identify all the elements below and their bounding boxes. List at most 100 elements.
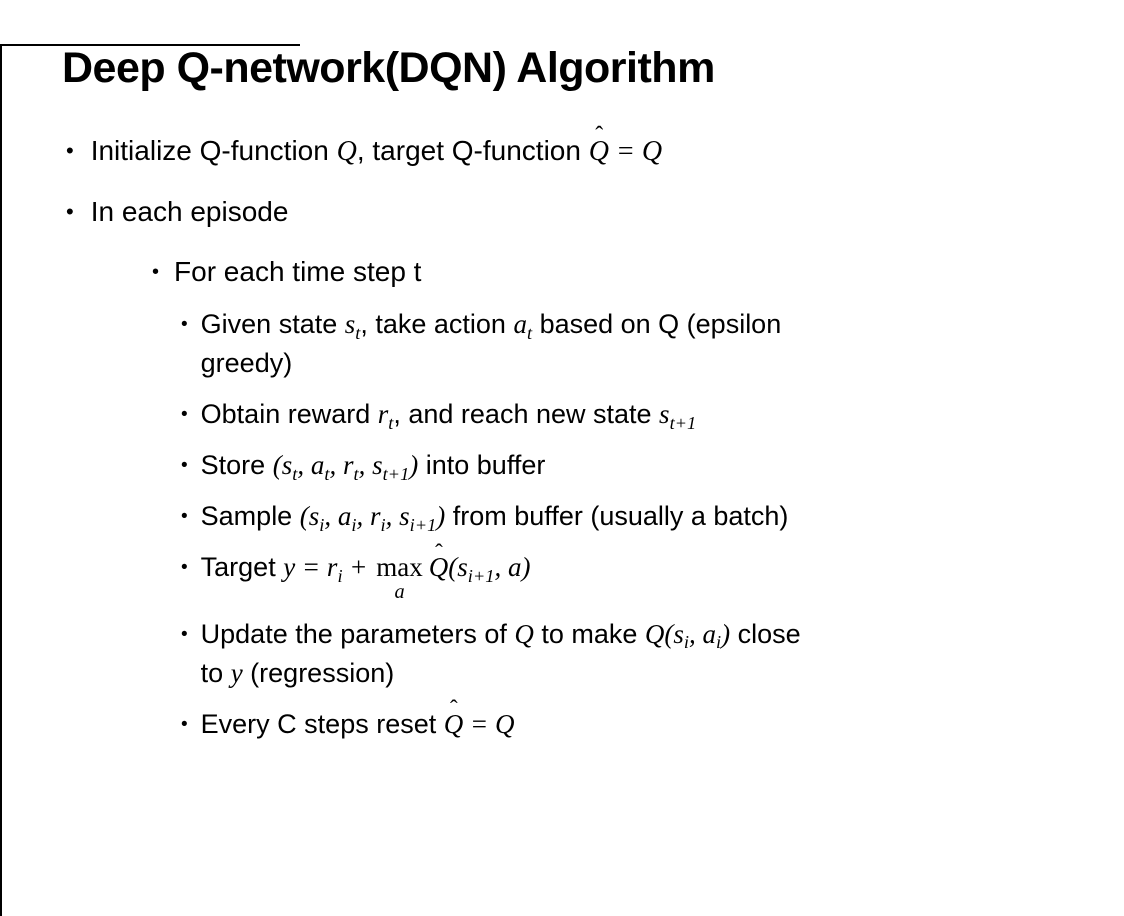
text-segment-math: Q [644,619,665,650]
bullet-glyph: • [181,455,188,477]
hat-base: Q [443,709,464,740]
text-segment-math: ) [721,619,731,650]
text-segment-plain: , take action [360,309,514,340]
bullet-text: For each time step t [174,252,1124,292]
text-segment-math: ( [448,552,458,583]
bullet-item-level3: • Sample (si, ai, ri, si+1) from buffer (… [0,497,1124,536]
text-segment-plain: (regression) [242,658,395,689]
text-segment-math: a [507,552,522,583]
text-segment-math: st+1 [659,399,697,433]
bullet-list: •Initialize Q-function Q, target Q-funct… [0,125,1124,744]
text-segment-plain: , target Q-function [356,135,589,167]
text-segment-plain: Store [200,450,273,481]
text-segment-math: , [329,450,343,481]
text-segment-plain: In each episode [90,196,289,228]
text-segment-math: Q [641,136,663,168]
text-segment-math: ( [664,619,674,650]
bullet-glyph: • [181,506,188,528]
text-segment-math: ( [272,450,282,481]
text-segment-math: ) [409,450,419,481]
text-segment-math: rt [342,450,359,484]
text-segment-math: si [308,501,325,535]
text-segment-math: at [513,309,533,343]
text-segment-math: ri [369,501,386,535]
bullet-text: Given state st, take action at based on … [201,305,1124,383]
text-segment-plain: close [730,619,801,650]
text-segment-plain: Initialize Q-function [90,135,337,167]
bullet-text: Obtain reward rt, and reach new state st… [201,395,1124,434]
bullet-glyph: • [181,404,188,426]
bullet-text: Sample (si, ai, ri, si+1) from buffer (u… [201,497,1124,536]
bullet-text: Update the parameters of Q to make Q(si,… [201,615,1124,693]
hat-base: Q [588,136,609,168]
text-segment-math: Q [514,619,534,650]
text-segment-math: rt [377,399,394,433]
text-segment-math: , [356,501,370,532]
hat-accent: ˆ [595,123,604,150]
bullet-item-level1: • In each episode [0,192,1124,232]
text-segment-math: y = [283,552,327,583]
text-segment-math: ai [337,501,357,535]
bullet-glyph: • [181,557,188,579]
max-underscript: a [394,580,405,603]
bullet-glyph: • [66,138,74,164]
text-segment-math: Q [336,136,357,168]
text-segment-math: , [689,619,703,650]
text-segment-math: , [358,450,373,481]
text-segment-plain: Given state [200,309,345,340]
bullet-text: Store (st, at, rt, st+1) into buffer [201,446,1124,485]
text-segment-math: Q [494,709,515,740]
text-segment-math: + [342,552,375,583]
text-segment-math: si+1 [399,501,437,535]
text-segment-plain: based on Q (epsilon [532,309,782,340]
text-segment-math: ( [299,501,309,532]
text-segment-math: ri [326,552,343,586]
text-segment-plain: to [200,658,231,689]
text-segment-math: st [281,450,298,484]
hat-accent: ˆ [435,539,443,565]
text-segment-math: st [344,309,361,343]
slide-title: Deep Q-network(DQN) Algorithm [62,44,715,92]
page-border-left [0,44,2,916]
text-segment-plain: Obtain reward [200,399,378,430]
text-segment-plain: Every C steps reset [200,709,444,740]
text-segment-math: , [324,501,338,532]
text-segment-plain: Update the parameters of [200,619,515,650]
text-segment-math: at [310,450,330,484]
text-segment-math: si [673,619,690,653]
text-segment-math: st+1 [372,450,410,484]
text-segment-math: ) [436,501,446,532]
text-segment-plain: from buffer (usually a batch) [445,501,789,532]
text-segment-math: y [230,658,243,689]
bullet-item-level3: • Obtain reward rt, and reach new state s… [0,395,1124,434]
text-segment-math: = [608,136,642,168]
text-segment-math: , [297,450,311,481]
text-segment-plain: Target [200,552,284,583]
text-segment-plain: greedy) [200,348,293,379]
bullet-text: In each episode [91,192,1124,232]
hat-accent: ˆ [450,696,458,722]
text-segment-math: = [463,709,495,740]
bullet-item-level3: • Store (st, at, rt, st+1) into buffer [0,446,1124,485]
bullet-glyph: • [66,199,74,225]
text-segment-plain: For each time step t [174,256,422,288]
bullet-text: Initialize Q-function Q, target Q-functi… [90,125,1124,172]
text-segment-plain: Sample [200,501,300,532]
text-segment-math: si+1 [457,552,495,586]
bullet-item-level3: •Update the parameters of Q to make Q(si… [0,615,1124,693]
text-segment-plain: to make [533,619,645,650]
bullet-glyph: • [181,314,188,336]
bullet-glyph: • [181,624,188,646]
bullet-glyph: • [181,714,188,736]
hat-base: Q [428,552,449,583]
text-segment-math: , [494,552,508,583]
bullet-glyph: • [152,261,160,284]
